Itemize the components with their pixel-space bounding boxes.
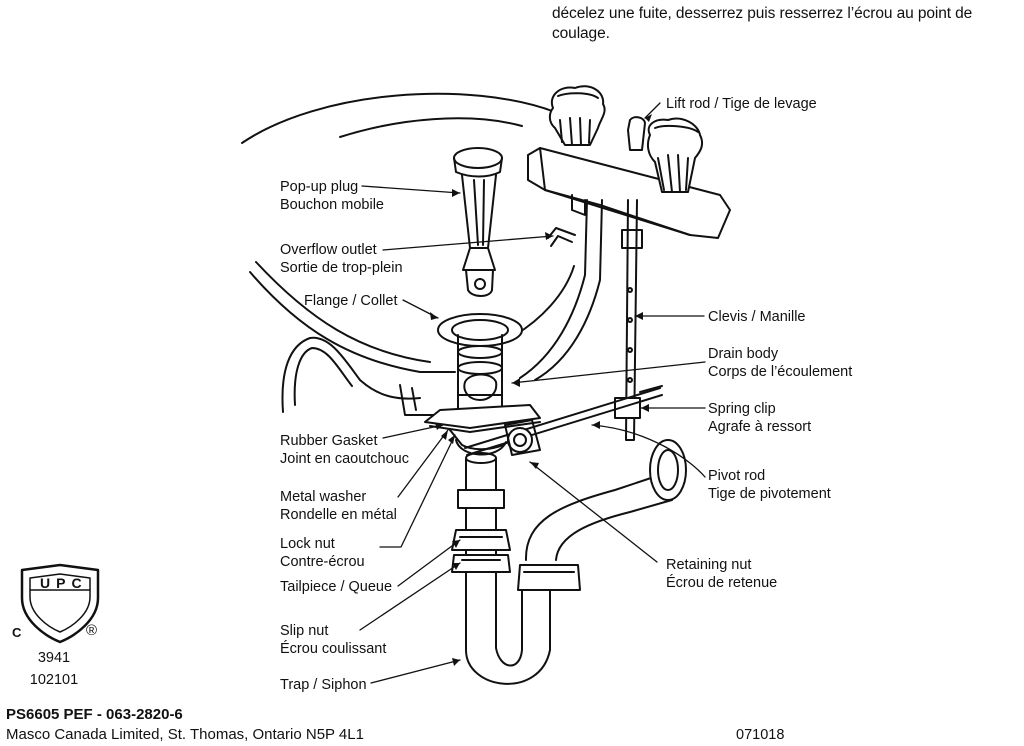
lift-rod-clevis bbox=[614, 199, 663, 441]
label-overflow-fr: Sortie de trop-plein bbox=[280, 260, 403, 276]
tailpiece bbox=[451, 452, 511, 601]
footer-title: PS6605 PEF - 063-2820-6 bbox=[6, 706, 183, 723]
label-slip-nut-en: Slip nut bbox=[280, 623, 329, 639]
label-slip-nut-fr: Écrou coulissant bbox=[280, 641, 387, 657]
label-clevis: Clevis / Manille bbox=[708, 309, 806, 325]
trap bbox=[465, 439, 687, 685]
label-retaining-nut-fr: Écrou de retenue bbox=[666, 575, 778, 591]
pivot-rod bbox=[464, 387, 663, 456]
faucet bbox=[527, 85, 731, 239]
label-popup-plug-en: Pop-up plug bbox=[280, 179, 359, 195]
label-lift-rod: Lift rod / Tige de levage bbox=[666, 96, 817, 112]
label-drain-body-fr: Corps de l’écoulement bbox=[708, 364, 853, 380]
label-flange: Flange / Collet bbox=[304, 293, 398, 309]
label-trap: Trap / Siphon bbox=[280, 677, 367, 693]
upc-r-mark: ® bbox=[86, 622, 98, 639]
leader-lines bbox=[359, 102, 706, 684]
label-popup-plug-fr: Bouchon mobile bbox=[280, 197, 384, 213]
label-pivot-rod-en: Pivot rod bbox=[708, 468, 766, 484]
label-drain-body-en: Drain body bbox=[708, 346, 779, 362]
label-lock-nut-fr: Contre-écrou bbox=[280, 554, 365, 570]
upc-logo bbox=[20, 563, 100, 644]
intro-text: décelez une fuite, desserrez puis resser… bbox=[552, 5, 973, 42]
drain-body bbox=[457, 334, 503, 421]
popup-plug bbox=[453, 147, 503, 297]
label-pivot-rod-fr: Tige de pivotement bbox=[708, 486, 831, 502]
label-tailpiece: Tailpiece / Queue bbox=[280, 579, 393, 595]
label-lock-nut-en: Lock nut bbox=[280, 536, 335, 552]
footer-address: Masco Canada Limited, St. Thomas, Ontari… bbox=[6, 726, 364, 743]
arrowheads bbox=[430, 114, 652, 666]
doc-number: 071018 bbox=[736, 727, 785, 743]
code-102101: 102101 bbox=[29, 672, 79, 688]
label-retaining-nut-en: Retaining nut bbox=[666, 557, 752, 573]
code-3941: 3941 bbox=[37, 650, 71, 666]
upc-c-mark: C bbox=[12, 625, 22, 640]
label-rubber-gasket-fr: Joint en caoutchouc bbox=[280, 451, 409, 467]
upc-logo-text: UPC bbox=[40, 575, 88, 591]
label-rubber-gasket-en: Rubber Gasket bbox=[280, 433, 378, 449]
flange bbox=[437, 313, 523, 347]
label-spring-clip-en: Spring clip bbox=[708, 401, 776, 417]
label-metal-washer-fr: Rondelle en métal bbox=[280, 507, 397, 523]
label-spring-clip-fr: Agrafe à ressort bbox=[708, 419, 812, 435]
overflow-outlet bbox=[547, 227, 576, 247]
label-metal-washer-en: Metal washer bbox=[280, 489, 367, 505]
label-overflow-en: Overflow outlet bbox=[280, 242, 377, 258]
